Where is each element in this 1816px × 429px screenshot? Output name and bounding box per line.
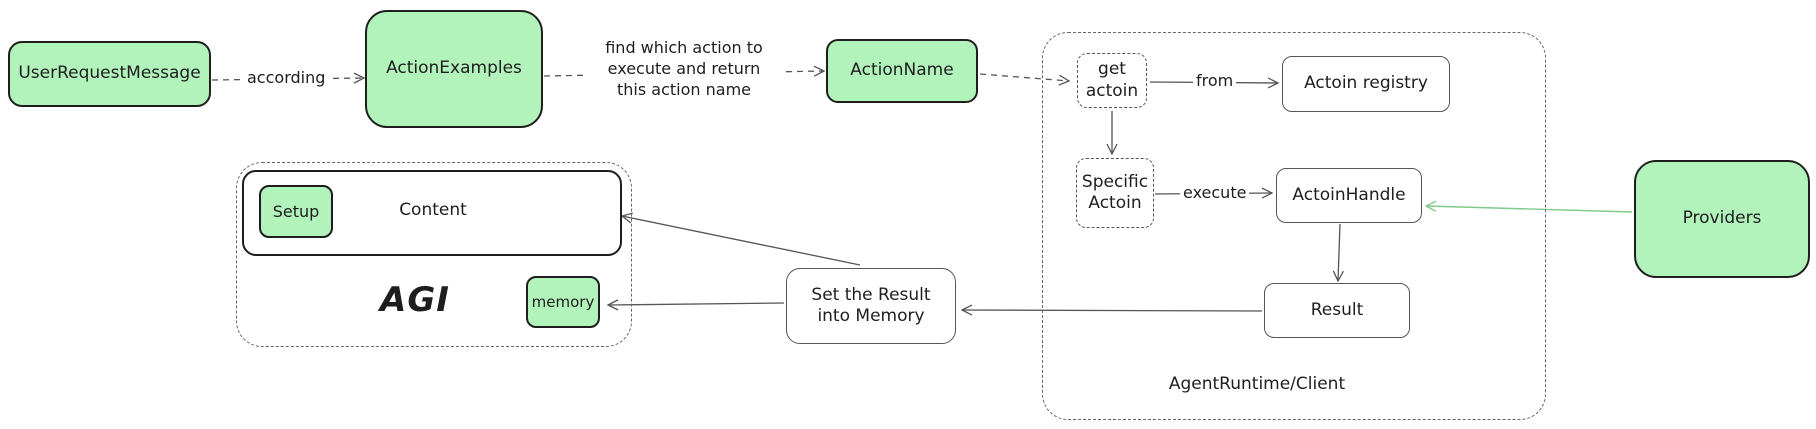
agi-group [236,162,632,347]
user-request-node: UserRequestMessage [8,41,211,107]
result-node: Result [1264,283,1410,338]
setup-node: Setup [259,185,333,238]
agent-runtime-group [1042,32,1546,420]
providers-label: Providers [1682,208,1762,229]
memory-node: memory [526,276,600,328]
action-handle-label: ActoinHandle [1292,184,1406,205]
action-handle-node: ActoinHandle [1276,168,1422,223]
edge-label-from: from [1193,71,1237,92]
action-name-label: ActionName [850,60,954,81]
edge-set-to-memory [608,303,785,305]
user-request-label: UserRequestMessage [18,63,201,84]
specific-action-label: Specific Actoin [1081,171,1149,213]
edge-label-find-action: find which action to execute and return … [586,38,782,101]
action-registry-label: Actoin registry [1304,73,1428,94]
memory-label: memory [531,292,595,311]
edge-name-to-get [979,73,1069,81]
edge-label-according: according [244,68,329,89]
agent-runtime-label: AgentRuntime/Client [1168,374,1346,394]
action-name-node: ActionName [826,39,978,103]
edge-result-to-set [962,310,1263,311]
edge-request-to-examples [211,78,364,80]
result-label: Result [1310,299,1364,320]
edge-handle-to-result [1338,223,1340,281]
get-action-label: get actoin [1085,59,1139,101]
edge-label-execute: execute [1180,183,1250,204]
specific-action-node: Specific Actoin [1076,158,1154,228]
providers-node: Providers [1634,160,1810,278]
set-result-label: Set the Result into Memory [811,284,931,326]
action-registry-node: Actoin registry [1282,56,1450,112]
action-examples-label: ActionExamples [386,58,522,79]
agi-title: AGI [380,280,450,320]
edge-set-to-content [622,216,861,266]
setup-label: Setup [272,201,320,221]
get-action-node: get actoin [1077,53,1147,108]
set-result-node: Set the Result into Memory [786,268,956,344]
action-examples-node: ActionExamples [365,10,543,128]
content-label: Content [399,200,467,220]
edge-providers-to-handle [1426,206,1633,213]
